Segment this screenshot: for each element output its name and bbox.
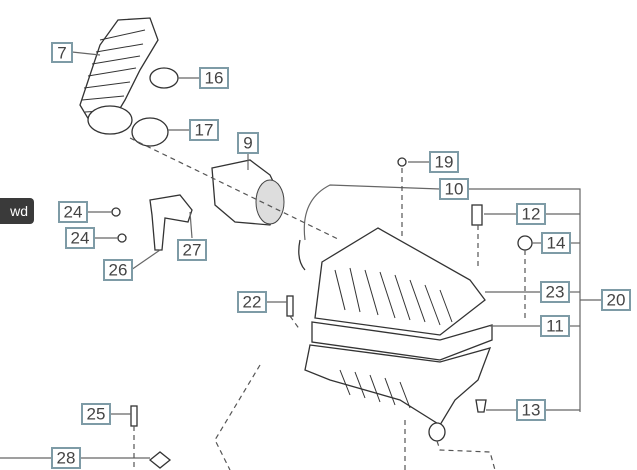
- intake-hose-part: [79, 17, 159, 135]
- bolt-25-part: [130, 405, 138, 427]
- callout-19: 19: [429, 151, 459, 173]
- callout-25: 25: [81, 403, 111, 425]
- callout-14: 14: [541, 232, 571, 254]
- callout-24-upper: 24: [58, 201, 88, 223]
- callout-26-text: 26: [109, 261, 128, 280]
- callout-11: 11: [540, 315, 570, 337]
- nut-14-part: [517, 235, 533, 251]
- callout-22: 22: [237, 291, 267, 313]
- callout-25-text: 25: [87, 405, 106, 424]
- nut-19-part: [397, 157, 407, 167]
- callout-24-lower: 24: [65, 227, 95, 249]
- callout-9-text: 9: [243, 134, 252, 153]
- callout-17-text: 17: [195, 121, 214, 140]
- callout-12: 12: [516, 203, 546, 225]
- callout-23-text: 23: [546, 283, 565, 302]
- callout-10-text: 10: [445, 180, 464, 199]
- leader-lines: [0, 51, 602, 470]
- callout-22-text: 22: [243, 293, 262, 312]
- clamp-16-part: [149, 67, 179, 89]
- bracket-part: [149, 194, 193, 251]
- callout-14-text: 14: [547, 234, 566, 253]
- bolt-24b-part: [117, 233, 127, 243]
- callout-28: 28: [51, 447, 81, 469]
- callout-13-text: 13: [522, 401, 541, 420]
- air-flow-sensor-part: [211, 159, 285, 226]
- callout-12-text: 12: [522, 205, 541, 224]
- callout-23: 23: [540, 281, 570, 303]
- callout-16-text: 16: [205, 69, 224, 88]
- callout-7: 7: [51, 42, 73, 63]
- callout-27-text: 27: [183, 241, 202, 260]
- callout-20-text: 20: [607, 291, 626, 310]
- bolt-22-part: [286, 295, 294, 317]
- callout-13: 13: [516, 399, 546, 421]
- callout-24-lower-text: 24: [71, 229, 90, 248]
- callout-27: 27: [177, 239, 207, 261]
- callout-20: 20: [601, 289, 631, 311]
- clamp-17-part: [131, 117, 169, 147]
- bolt-24a-part: [111, 207, 121, 217]
- callout-26: 26: [103, 259, 133, 281]
- callout-16: 16: [199, 67, 229, 89]
- air-cleaner-assembly-part: [298, 227, 493, 442]
- bolt-13-part: [475, 399, 487, 413]
- tooltip-tag[interactable]: wd: [0, 198, 34, 224]
- callout-10: 10: [439, 178, 469, 200]
- callout-17: 17: [189, 119, 219, 141]
- callout-24-upper-text: 24: [64, 203, 83, 222]
- callout-7-text: 7: [57, 44, 66, 63]
- callout-19-text: 19: [435, 153, 454, 172]
- bolt-12-part: [471, 204, 483, 226]
- callout-28-text: 28: [57, 449, 76, 468]
- bracket-28-part: [148, 451, 172, 469]
- callout-11-text: 11: [546, 317, 564, 336]
- callout-9: 9: [237, 132, 259, 154]
